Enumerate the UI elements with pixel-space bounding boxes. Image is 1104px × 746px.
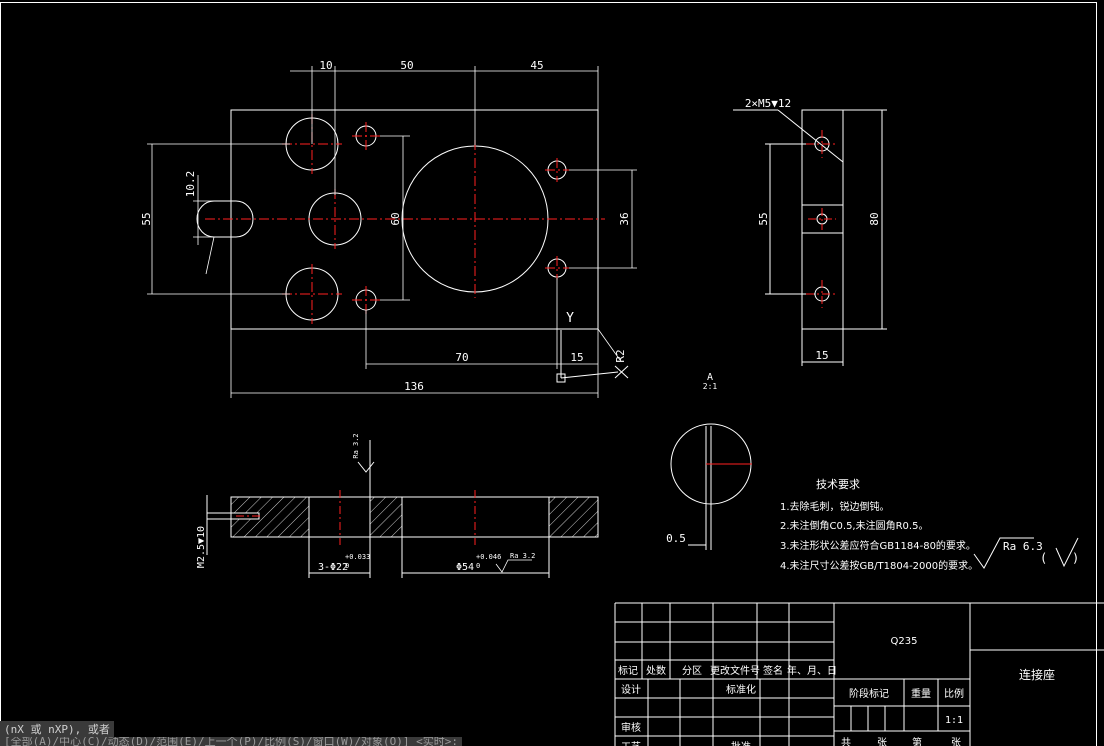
- tb-sheet-no-2: 张: [951, 737, 961, 746]
- roughness-ra32-b: Ra 3.2: [510, 552, 535, 560]
- tb-header-zone: 分区: [682, 665, 702, 677]
- dim-left-55: 55: [140, 212, 153, 225]
- command-prompt-line[interactable]: [全部(A)/中心(C)/动态(D)/范围(E)/上一个(P)/比例(S)/窗口…: [0, 737, 463, 746]
- command-history-line: (nX 或 nXP), 或者: [0, 721, 114, 737]
- section-centerlines: [236, 490, 476, 545]
- tb-sheet-total-2: 张: [877, 737, 887, 746]
- detail-label: A: [707, 372, 713, 383]
- dim-side-thread: 2×M5▼12: [745, 97, 791, 110]
- tb-scale: 1:1: [945, 715, 963, 726]
- dim-bottom-136: 136: [404, 380, 424, 393]
- dim-sec-bore-tol: +0.046: [476, 553, 501, 561]
- roughness-general-symbol: [973, 537, 1079, 569]
- tb-header-sign: 签名: [763, 664, 783, 677]
- tech-ra63: Ra 6.3: [1003, 540, 1043, 553]
- plan-centerlines: [205, 114, 605, 324]
- side-view: [733, 109, 887, 366]
- tb-weight: 重量: [911, 687, 931, 700]
- dim-detail-05: 0.5: [666, 532, 686, 545]
- roughness-ra32-a: Ra 3.2: [352, 433, 360, 458]
- tb-sheet-total-1: 共: [841, 737, 851, 746]
- dim-sec-depth: M2.5▼10: [196, 526, 207, 568]
- tech-item-1: 1.去除毛刺，锐边倒钝。: [780, 500, 890, 513]
- dim-side-80: 80: [868, 212, 881, 225]
- ucs-icon: [556, 330, 629, 383]
- dim-side-55: 55: [757, 212, 770, 225]
- tb-standard: 标准化: [726, 683, 756, 696]
- tb-approve: 批准: [731, 740, 751, 746]
- dim-sec-bore: Φ54: [456, 562, 474, 573]
- title-block-grid: [614, 602, 1104, 746]
- tb-part-name: 连接座: [1019, 667, 1055, 682]
- tb-design: 设计: [621, 683, 641, 696]
- tb-process: 工艺: [621, 741, 641, 746]
- dim-sec-hole-tol0: 0: [345, 562, 349, 570]
- plan-dimensions: [147, 66, 637, 398]
- side-centerlines: [806, 130, 838, 308]
- detail-scale: 2:1: [703, 382, 718, 391]
- dim-right-36: 36: [618, 212, 631, 225]
- tech-item-2: 2.未注倒角C0.5,未注圆角R0.5。: [780, 519, 928, 532]
- tech-paren-close: ): [1072, 551, 1079, 565]
- dim-r2: R2: [614, 349, 627, 362]
- tb-stage: 阶段标记: [849, 687, 889, 700]
- dim-side-15: 15: [815, 349, 828, 362]
- tb-review: 审核: [621, 721, 641, 734]
- dim-top-50: 50: [400, 59, 413, 72]
- tb-material: Q235: [891, 636, 918, 647]
- tech-title: 技术要求: [816, 478, 860, 491]
- tb-scale-label: 比例: [944, 687, 964, 700]
- ucs-y-label: Y: [566, 311, 574, 326]
- dim-sec-hole-tol: +0.033: [345, 553, 370, 561]
- tech-item-3: 3.未注形状公差应符合GB1184-80的要求。: [780, 539, 976, 552]
- dim-bottom-70: 70: [455, 351, 468, 364]
- dim-bottom-15: 15: [570, 351, 583, 364]
- tb-header-docno: 更改文件号: [710, 664, 760, 677]
- roughness-symbol: [495, 559, 532, 573]
- tb-header-mark: 标记: [618, 665, 638, 677]
- tech-paren-open: (: [1040, 551, 1047, 565]
- tech-item-4: 4.未注尺寸公差按GB/T1804-2000的要求。: [780, 559, 978, 572]
- dim-top-45: 45: [530, 59, 543, 72]
- dim-left-10-2: 10.2: [184, 171, 197, 198]
- dim-top-10: 10: [319, 59, 332, 72]
- dim-sec-hole: 3-Φ22: [318, 562, 348, 573]
- tb-header-count: 处数: [646, 664, 666, 677]
- section-view: [206, 440, 599, 578]
- dim-mid-60: 60: [389, 212, 402, 225]
- dim-sec-bore-tol0: 0: [476, 562, 480, 570]
- tb-header-date: 年、月、日: [787, 664, 837, 677]
- tb-sheet-no-1: 第: [912, 736, 922, 746]
